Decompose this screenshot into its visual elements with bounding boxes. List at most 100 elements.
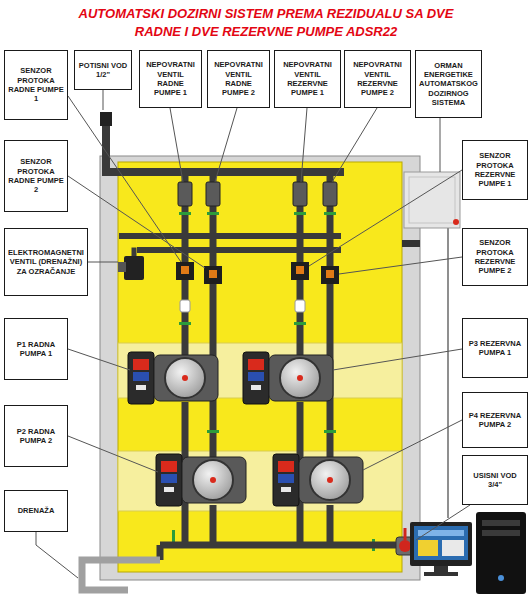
union bbox=[294, 322, 306, 325]
check-valve bbox=[206, 182, 220, 206]
leader-line bbox=[332, 108, 377, 182]
sensor-window bbox=[209, 270, 217, 278]
flow-sensor bbox=[321, 266, 339, 284]
diagram-title: AUTOMATSKI DOZIRNI SISTEM PREMA REZIDUAL… bbox=[71, 5, 461, 40]
callout-label: ORMAN ENERGETIKE AUTOMATSKOG DOZIRNOG SI… bbox=[419, 61, 478, 108]
leader-line bbox=[68, 176, 205, 268]
callout-box: SENZOR PROTOKA RADNE PUMPE 1 bbox=[4, 50, 68, 120]
callout-box: ELEKTROMAGNETNI VENTIL (DRENAŽNI) ZA OZR… bbox=[4, 228, 88, 296]
leader-line bbox=[416, 505, 470, 540]
callout-box: POTISNI VOD 1/2" bbox=[74, 50, 132, 90]
callout-box: NEPOVRATNI VENTIL RADNE PUMPE 1 bbox=[139, 50, 202, 108]
callout-box: P2 RADNA PUMPA 2 bbox=[4, 405, 68, 467]
cabinet-frame bbox=[100, 156, 420, 580]
pump-shelf bbox=[118, 451, 402, 511]
indicator-lamp bbox=[453, 219, 459, 225]
callout-label: NEPOVRATNI VENTIL REZERVNE PUMPE 2 bbox=[348, 60, 407, 98]
dosing-pump bbox=[273, 454, 363, 506]
callout-box: DRENAŽA bbox=[4, 490, 68, 532]
check-valve bbox=[293, 182, 307, 206]
union bbox=[207, 430, 219, 433]
check-valves bbox=[178, 182, 337, 206]
callout-label: ELEKTROMAGNETNI VENTIL (DRENAŽNI) ZA OZR… bbox=[8, 248, 84, 276]
monitor-base bbox=[424, 572, 458, 576]
valve-handle bbox=[399, 540, 411, 552]
callout-box: P1 RADNA PUMPA 1 bbox=[4, 318, 68, 380]
computer-tower bbox=[476, 512, 526, 594]
callout-label: SENZOR PROTOKA REZERVNE PUMPE 2 bbox=[466, 238, 524, 276]
dosing-pump bbox=[156, 454, 246, 506]
manifold bbox=[140, 247, 338, 253]
monitor bbox=[410, 522, 472, 566]
callout-box: SENZOR PROTOKA RADNE PUMPE 2 bbox=[4, 140, 68, 212]
screen-panel bbox=[442, 540, 464, 556]
pipe bbox=[210, 505, 217, 545]
callout-label: P3 REZERVNA PUMPA 1 bbox=[466, 339, 524, 358]
leader-line bbox=[215, 108, 237, 182]
union bbox=[294, 212, 306, 215]
callout-label: POTISNI VOD 1/2" bbox=[78, 61, 128, 80]
sensor-window bbox=[181, 266, 189, 274]
callout-label: SENZOR PROTOKA RADNE PUMPE 2 bbox=[8, 157, 64, 195]
flow-sensor bbox=[291, 262, 309, 280]
pipe-outlet bbox=[100, 112, 112, 126]
leader-line bbox=[103, 90, 104, 110]
valve-lever bbox=[404, 528, 407, 540]
callout-box: SENZOR PROTOKA REZERVNE PUMPE 2 bbox=[462, 228, 528, 286]
callout-box: P4 REZERVNA PUMPA 2 bbox=[462, 392, 528, 448]
leader-line bbox=[68, 349, 130, 370]
callout-box: USISNI VOD 3/4" bbox=[462, 455, 528, 505]
leader-line bbox=[440, 118, 441, 172]
callout-box: NEPOVRATNI VENTIL RADNE PUMPE 2 bbox=[207, 50, 270, 108]
sensor-window bbox=[326, 270, 334, 278]
callout-label: NEPOVRATNI VENTIL RADNE PUMPE 2 bbox=[211, 60, 266, 98]
union bbox=[179, 322, 191, 325]
callout-box: SENZOR PROTOKA REZERVNE PUMPE 1 bbox=[462, 140, 528, 200]
callout-box: NEPOVRATNI VENTIL REZERVNE PUMPE 1 bbox=[274, 50, 341, 108]
title-block: AUTOMATSKI DOZIRNI SISTEM PREMA REZIDUAL… bbox=[0, 5, 532, 40]
fitting bbox=[180, 300, 190, 312]
yellow-panel bbox=[118, 162, 402, 572]
callout-label: P4 REZERVNA PUMPA 2 bbox=[466, 411, 524, 430]
leader-line bbox=[36, 532, 78, 578]
callout-box: ORMAN ENERGETIKE AUTOMATSKOG DOZIRNOG SI… bbox=[415, 50, 482, 118]
screen-panel bbox=[418, 540, 438, 556]
callout-label: P1 RADNA PUMPA 1 bbox=[8, 340, 64, 359]
union bbox=[179, 212, 191, 215]
electrical-cabinet bbox=[404, 172, 460, 228]
dosing-pump bbox=[243, 352, 333, 404]
power-button bbox=[498, 575, 504, 581]
callout-label: NEPOVRATNI VENTIL REZERVNE PUMPE 1 bbox=[278, 60, 337, 98]
callout-box: P3 REZERVNA PUMPA 1 bbox=[462, 318, 528, 378]
pipe bbox=[327, 505, 334, 545]
discharge-pipes bbox=[106, 124, 340, 456]
union bbox=[324, 212, 336, 215]
leader-line bbox=[68, 436, 158, 472]
solenoid-valve bbox=[124, 256, 144, 280]
leader-lines bbox=[36, 90, 470, 578]
union bbox=[172, 530, 175, 542]
callout-label: P2 RADNA PUMPA 2 bbox=[8, 427, 64, 446]
cabinet-door bbox=[409, 177, 455, 223]
screen-bar bbox=[418, 530, 464, 536]
callout-label: SENZOR PROTOKA REZERVNE PUMPE 1 bbox=[466, 151, 524, 189]
dosing-pump bbox=[128, 352, 218, 404]
flow-sensor bbox=[204, 266, 222, 284]
pipe-stub bbox=[402, 240, 420, 247]
leader-line bbox=[301, 108, 307, 182]
signal-cable bbox=[447, 228, 449, 518]
drain-pipe bbox=[82, 560, 160, 590]
union bbox=[207, 212, 219, 215]
fittings bbox=[180, 300, 305, 312]
leader-line bbox=[170, 108, 183, 182]
drive-bay bbox=[482, 530, 520, 536]
suction-manifold bbox=[160, 542, 398, 549]
leader-line bbox=[333, 349, 462, 370]
check-valve bbox=[178, 182, 192, 206]
callout-box: NEPOVRATNI VENTIL REZERVNE PUMPE 2 bbox=[344, 50, 411, 108]
monitor-screen bbox=[414, 526, 468, 560]
callout-label: SENZOR PROTOKA RADNE PUMPE 1 bbox=[8, 66, 64, 104]
leader-line bbox=[339, 257, 462, 274]
leader-line bbox=[309, 170, 462, 266]
